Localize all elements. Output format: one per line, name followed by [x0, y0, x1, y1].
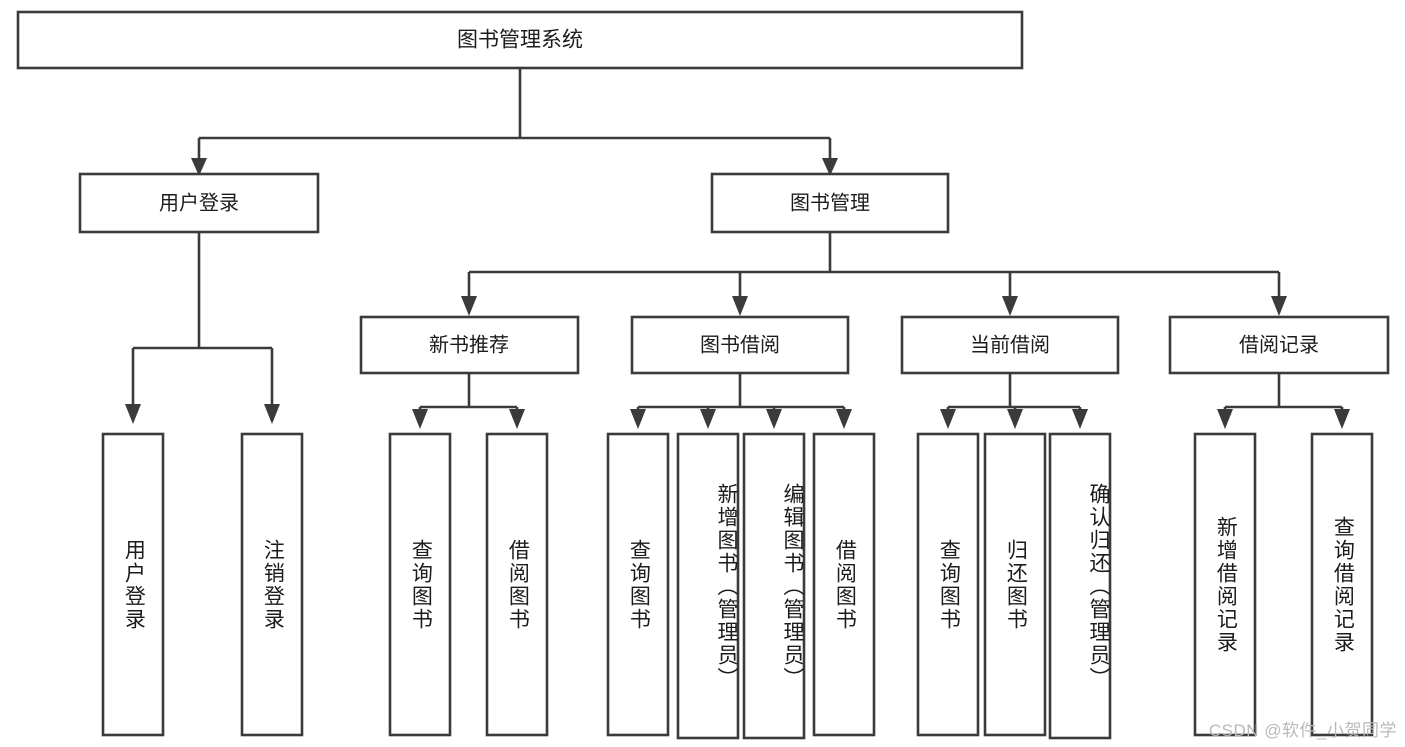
connector-group-book-mgmt [461, 232, 1287, 316]
label-book-management: 图书管理 [790, 191, 870, 214]
node-box-leaf-br-1[interactable] [1193, 432, 1257, 737]
label-new-book-recommend: 新书推荐 [429, 333, 509, 356]
arrow-head-cb-leaf-2 [1007, 409, 1023, 429]
arrow-head-bb-leaf-2 [700, 409, 716, 429]
label-current-borrow: 当前借阅 [970, 333, 1050, 356]
node-box-leaf-bb-3[interactable] [742, 432, 806, 740]
connector-group-book-borrow [630, 373, 852, 429]
arrow-head-bb-leaf-4 [836, 409, 852, 429]
arrow-head-br-leaf-2 [1334, 409, 1350, 429]
node-box-root[interactable] [16, 10, 1024, 70]
node-box-leaf-nb-2[interactable] [485, 432, 549, 737]
node-box-leaf-bb-2[interactable] [676, 432, 740, 740]
arrow-head-level3-3 [1002, 296, 1018, 316]
arrow-head-nb-leaf-1 [412, 409, 428, 429]
node-box-leaf-cb-1[interactable] [916, 432, 980, 737]
arrow-head-bb-leaf-3 [766, 409, 782, 429]
node-box-user-login[interactable] [78, 172, 320, 234]
label-borrow-record: 借阅记录 [1239, 333, 1319, 356]
node-box-current-borrow[interactable] [900, 315, 1120, 375]
connector-group-root [191, 68, 838, 176]
arrow-head-ul-leaf-1 [125, 404, 141, 424]
arrow-head-level3-2 [732, 296, 748, 316]
arrow-head-cb-leaf-3 [1072, 409, 1088, 429]
connector-group-new-book [412, 373, 525, 429]
node-box-leaf-bb-1[interactable] [606, 432, 670, 737]
node-box-book-borrow[interactable] [630, 315, 850, 375]
node-box-leaf-ul-1[interactable] [101, 432, 165, 737]
arrow-head-level3-4 [1271, 296, 1287, 316]
node-box-borrow-record[interactable] [1168, 315, 1390, 375]
node-box-leaf-cb-2[interactable] [983, 432, 1047, 737]
arrow-head-nb-leaf-2 [509, 409, 525, 429]
node-box-leaf-cb-3[interactable] [1048, 432, 1112, 740]
csdn-watermark: CSDN @软件_小贺同学 [1208, 721, 1397, 740]
arrow-head-level3-1 [461, 296, 477, 316]
connector-group-user-login [125, 232, 280, 424]
node-box-leaf-bb-4[interactable] [812, 432, 876, 737]
node-box-book-management[interactable] [710, 172, 950, 234]
arrow-head-book-mgmt [822, 158, 838, 176]
label-root: 图书管理系统 [457, 29, 583, 52]
arrow-head-user-login [191, 158, 207, 176]
arrow-head-ul-leaf-2 [264, 404, 280, 424]
label-book-borrow: 图书借阅 [700, 333, 780, 356]
node-box-new-book-recommend[interactable] [359, 315, 580, 375]
arrow-head-br-leaf-1 [1217, 409, 1233, 429]
node-box-leaf-ul-2[interactable] [240, 432, 304, 737]
node-box-leaf-br-2[interactable] [1310, 432, 1374, 737]
connector-group-borrow-record [1217, 373, 1350, 429]
node-box-leaf-nb-1[interactable] [388, 432, 452, 737]
connector-group-current-borrow [940, 373, 1088, 429]
arrow-head-cb-leaf-1 [940, 409, 956, 429]
label-user-login: 用户登录 [159, 191, 239, 214]
arrow-head-bb-leaf-1 [630, 409, 646, 429]
